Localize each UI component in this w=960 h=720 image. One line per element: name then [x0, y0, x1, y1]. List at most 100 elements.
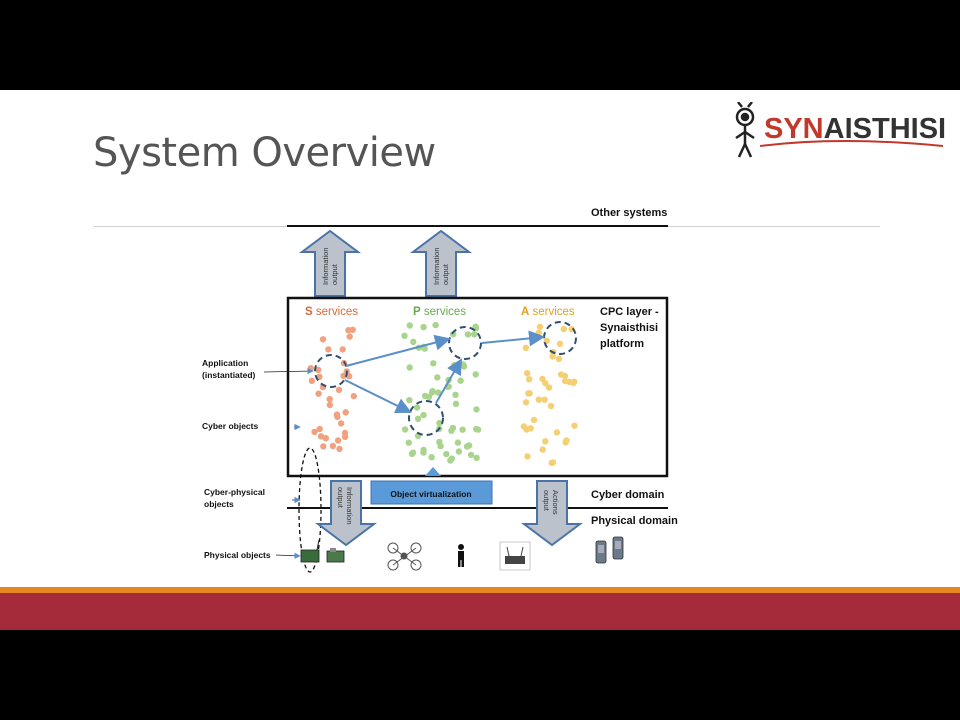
cyber-physical-boundary — [298, 447, 322, 573]
p-service-dot — [452, 391, 459, 398]
a-service-dot — [560, 325, 567, 333]
info-output-2-label-a: Information — [432, 247, 441, 285]
cyber-objects-label: Cyber objects — [202, 421, 258, 431]
application-label-line-2: (instantiated) — [202, 370, 256, 380]
s-service-dot — [337, 420, 345, 427]
p-service-dot — [414, 415, 422, 422]
router-icon — [499, 541, 531, 571]
a-service-dot — [542, 438, 549, 445]
p-service-dot — [410, 338, 417, 345]
drone-icon — [387, 542, 422, 571]
p-service-dot — [406, 322, 413, 329]
p-service-dot — [413, 404, 421, 411]
a-service-dot — [556, 340, 564, 347]
p-service-dot — [425, 393, 433, 400]
system-diagram: Other systems Information output Informa… — [202, 207, 678, 573]
logo-text-aisthisi: AISTHISI — [824, 113, 945, 145]
actions-output-down-arrow — [521, 480, 583, 547]
physical-domain-label: Physical domain — [591, 515, 678, 527]
p-service-dot — [436, 438, 443, 446]
physical-objects-label: Physical objects — [204, 550, 271, 560]
p-service-dot — [420, 411, 427, 419]
s-service-dot — [325, 346, 332, 353]
p-service-dot — [428, 454, 435, 461]
s-service-dot — [322, 435, 329, 442]
application-pointer — [263, 367, 314, 375]
application-highlight-p-lower — [408, 400, 444, 436]
cpc-label-line-2: Synaisthisi — [600, 322, 658, 334]
s-service-dot — [350, 392, 357, 400]
a-service-dot — [539, 446, 546, 453]
a-service-dot — [555, 355, 563, 362]
svg-text:SYNAISTHISI: SYNAISTHISI — [764, 113, 945, 145]
person-icon — [458, 544, 464, 567]
p-service-dot — [457, 377, 464, 384]
s-service-dot — [320, 443, 327, 450]
p-service-dot — [473, 454, 480, 462]
a-service-dot — [526, 376, 533, 383]
p-service-dot — [436, 419, 443, 427]
p-service-dot — [474, 426, 482, 433]
a-service-dot — [535, 396, 542, 403]
actions-output-label-a: Actions — [551, 490, 560, 515]
slide: System Overview SYNAISTHISI Other system… — [0, 90, 960, 630]
p-service-dot — [443, 450, 450, 458]
a-service-dot — [547, 402, 555, 410]
p-service-dot — [452, 400, 460, 407]
a-service-dot — [571, 378, 578, 385]
p-service-dot — [434, 374, 441, 381]
slide-title: System Overview — [93, 130, 436, 176]
p-service-dot — [464, 331, 472, 338]
s-service-dot — [340, 372, 347, 380]
application-label-line-1: Application — [202, 358, 248, 368]
info-output-1-label-b: output — [330, 263, 339, 285]
p-service-dot — [405, 439, 412, 446]
p-service-dot — [401, 332, 408, 339]
p-service-dot — [448, 455, 455, 462]
a-service-dot — [562, 439, 569, 446]
p-service-dot — [459, 426, 466, 433]
p-service-dot — [406, 364, 413, 371]
s-service-dot — [316, 425, 323, 433]
a-service-dot — [571, 422, 578, 429]
a-service-dot — [535, 329, 542, 337]
logo-swoosh — [759, 140, 944, 147]
info-output-3-label-a: Information — [345, 487, 354, 525]
p-services-title: P services — [413, 306, 466, 318]
s-service-dot — [311, 428, 318, 436]
p-service-dot — [432, 321, 439, 329]
a-service-dot — [545, 384, 553, 391]
a-service-dot — [527, 425, 534, 432]
logo-mascot-icon — [735, 102, 755, 158]
other-systems-label: Other systems — [591, 207, 667, 219]
s-service-dots — [307, 326, 357, 453]
p-service-dot — [473, 406, 480, 413]
virtualization-pointer — [425, 467, 441, 476]
s-service-dot — [329, 442, 337, 450]
p-service-dot — [401, 426, 409, 433]
s-service-dot — [342, 409, 349, 416]
p-service-dot — [455, 448, 463, 455]
p-service-dot — [420, 449, 427, 456]
p-service-dot — [472, 323, 479, 330]
info-output-up-arrow-1 — [299, 229, 361, 297]
footer-band — [0, 593, 960, 630]
s-service-dot — [315, 366, 322, 374]
s-service-dot — [349, 326, 356, 333]
object-virtualization-box — [370, 480, 493, 505]
s-services-title: S services — [305, 306, 358, 318]
cyber-physical-label-line-1: Cyber-physical — [204, 487, 265, 497]
a-service-dot — [524, 453, 531, 460]
sensor-node-icon — [326, 548, 345, 563]
info-output-down-arrow — [315, 480, 377, 547]
a-services-title: A services — [521, 306, 575, 318]
footer-accent-stripe — [0, 587, 960, 593]
cyber-domain-label: Cyber domain — [591, 489, 665, 501]
s-service-dot — [319, 336, 327, 343]
a-service-dot — [561, 372, 569, 380]
application-highlight-p-upper — [448, 326, 482, 360]
p-service-dot — [409, 449, 417, 456]
a-service-dot — [541, 396, 548, 403]
a-service-dot — [536, 323, 544, 330]
p-service-dot — [472, 371, 479, 378]
